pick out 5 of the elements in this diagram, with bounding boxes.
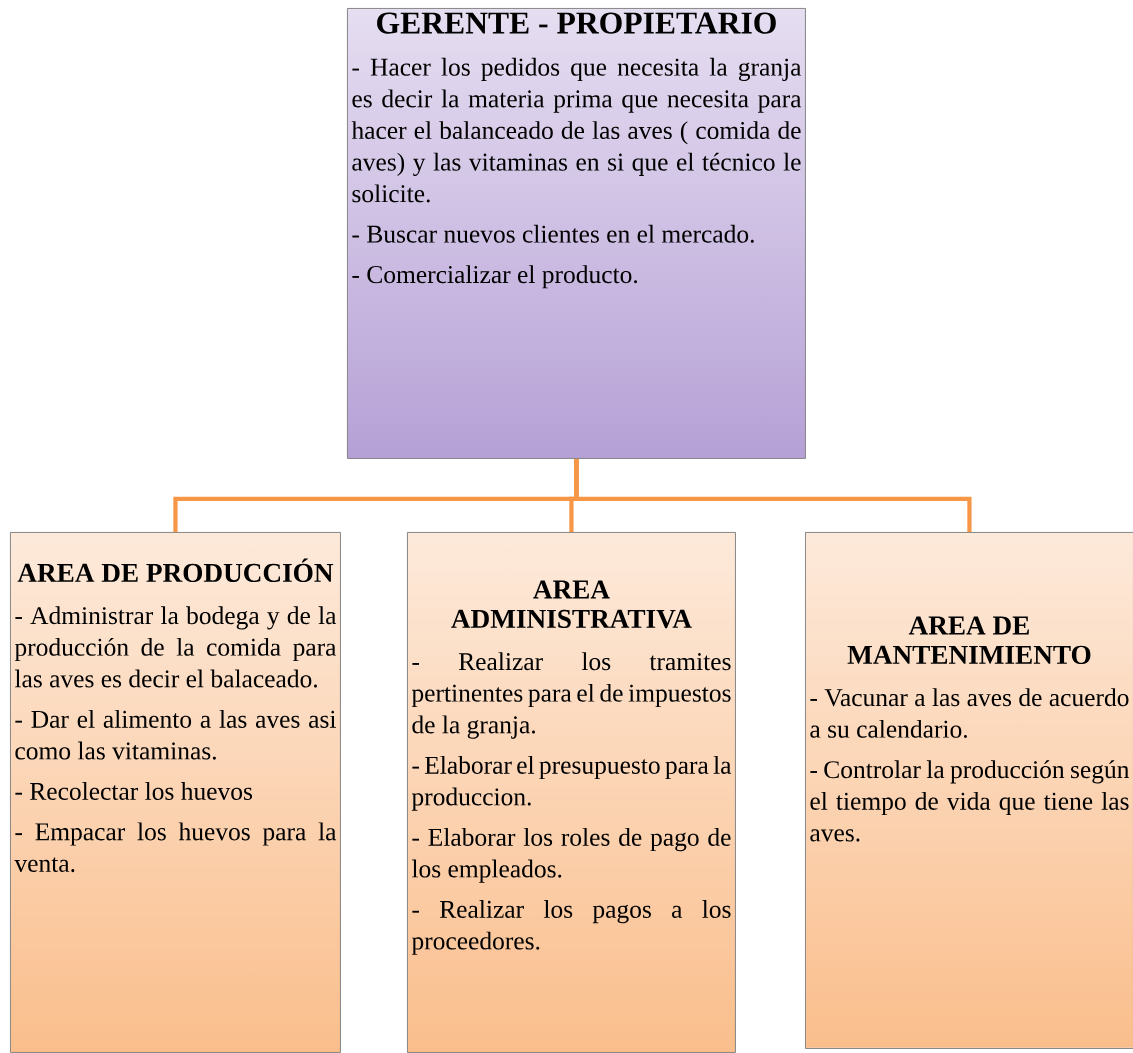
org-box: AREA DE PRODUCCIÓN - Administrar la bodega y de la producción de la comida para las aves es decir el balaceado. - Dar el alimento a las aves asi como las vitaminas. - Recolectar los huevos - Empacar los huevos para la venta.: [10, 532, 341, 1053]
org-box: AREA ADMINISTRATIVA - Realizar los tramites pertinentes para el de impuestos de la granja. - Elaborar el presupuesto para la produccion. - Elaborar los roles de pago de los empleados. - Realizar los pagos a los proceedores.: [407, 532, 736, 1053]
connector-line: [574, 458, 972, 532]
org-box: AREA DE MANTENIMIENTO - Vacunar a las aves de acuerdo a su calendario. - Controlar la producción según el tiempo de vida que tiene las aves.: [805, 532, 1133, 1049]
org-box: GERENTE - PROPIETARIO - Hacer los pedidos que necesita la granja es decir la materia prima que necesita para hacer el balanceado de las aves ( comida de aves) y las vitaminas en si que el técnico le solicite. - Buscar nuevos clientes en el mercado. - Comercializar el producto.: [347, 8, 806, 459]
